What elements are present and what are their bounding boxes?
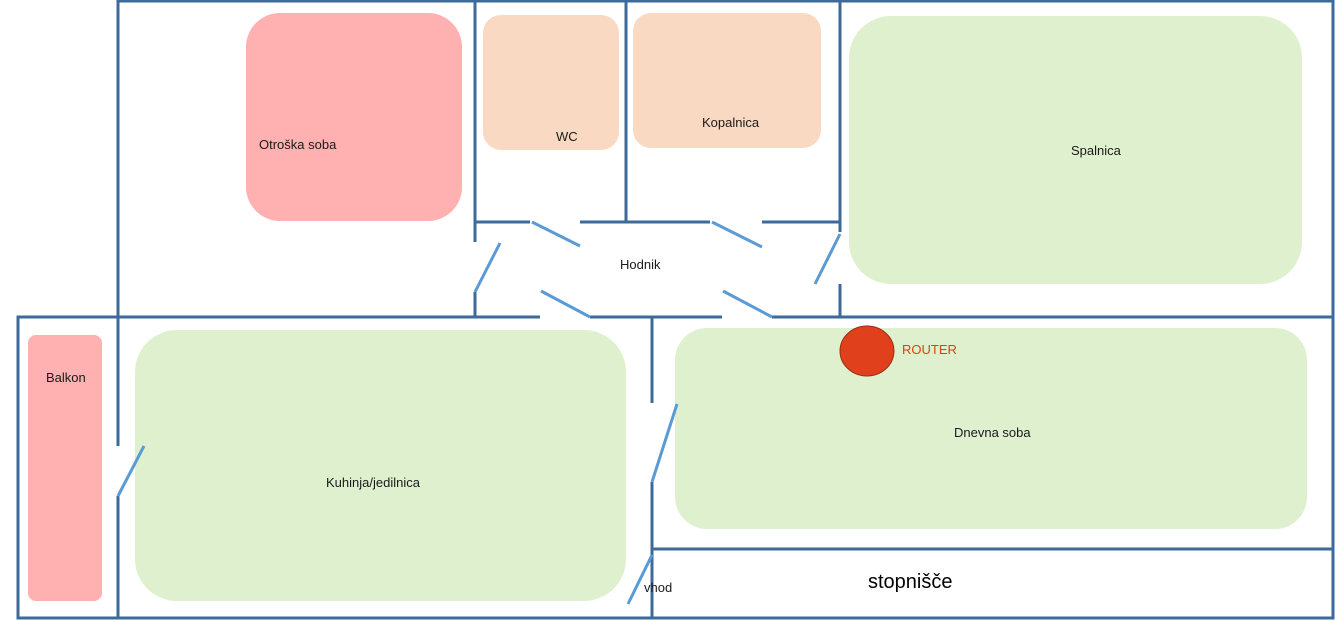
label-otroska-soba: Otroška soba [259, 137, 337, 152]
label-kuhinja-jedilnica: Kuhinja/jedilnica [326, 475, 421, 490]
router-icon [839, 325, 895, 377]
doors [116, 220, 842, 605]
room-balkon [28, 335, 102, 601]
label-hodnik: Hodnik [620, 257, 661, 272]
room-otroska-soba [246, 13, 462, 221]
label-wc: WC [556, 129, 578, 144]
label-stopnisce: stopnišče [868, 571, 953, 593]
label-balkon: Balkon [46, 370, 86, 385]
label-vhod: vhod [644, 580, 672, 595]
label-spalnica: Spalnica [1071, 143, 1122, 158]
door-balkon [116, 445, 146, 497]
room-dnevna-soba [675, 328, 1307, 529]
walls [16, 0, 1335, 620]
door-otroska [473, 242, 502, 293]
label-dnevna-soba: Dnevna soba [954, 425, 1031, 440]
room-kopalnica [633, 13, 821, 148]
room-kuhinja-jedilnica [135, 330, 626, 601]
door-vhod [626, 554, 654, 605]
door-kuhinja [540, 289, 591, 319]
room-wc [483, 15, 619, 150]
door-spalnica [813, 233, 842, 285]
room-spalnica [849, 16, 1302, 284]
door-dnevna-hall [722, 289, 773, 319]
router-label: ROUTER [902, 342, 957, 357]
door-kopalnica [711, 220, 763, 249]
door-wc [531, 220, 581, 248]
door-dnevna-side [650, 403, 679, 483]
label-kopalnica: Kopalnica [702, 115, 760, 130]
outer-wall-lower [16, 315, 1335, 620]
